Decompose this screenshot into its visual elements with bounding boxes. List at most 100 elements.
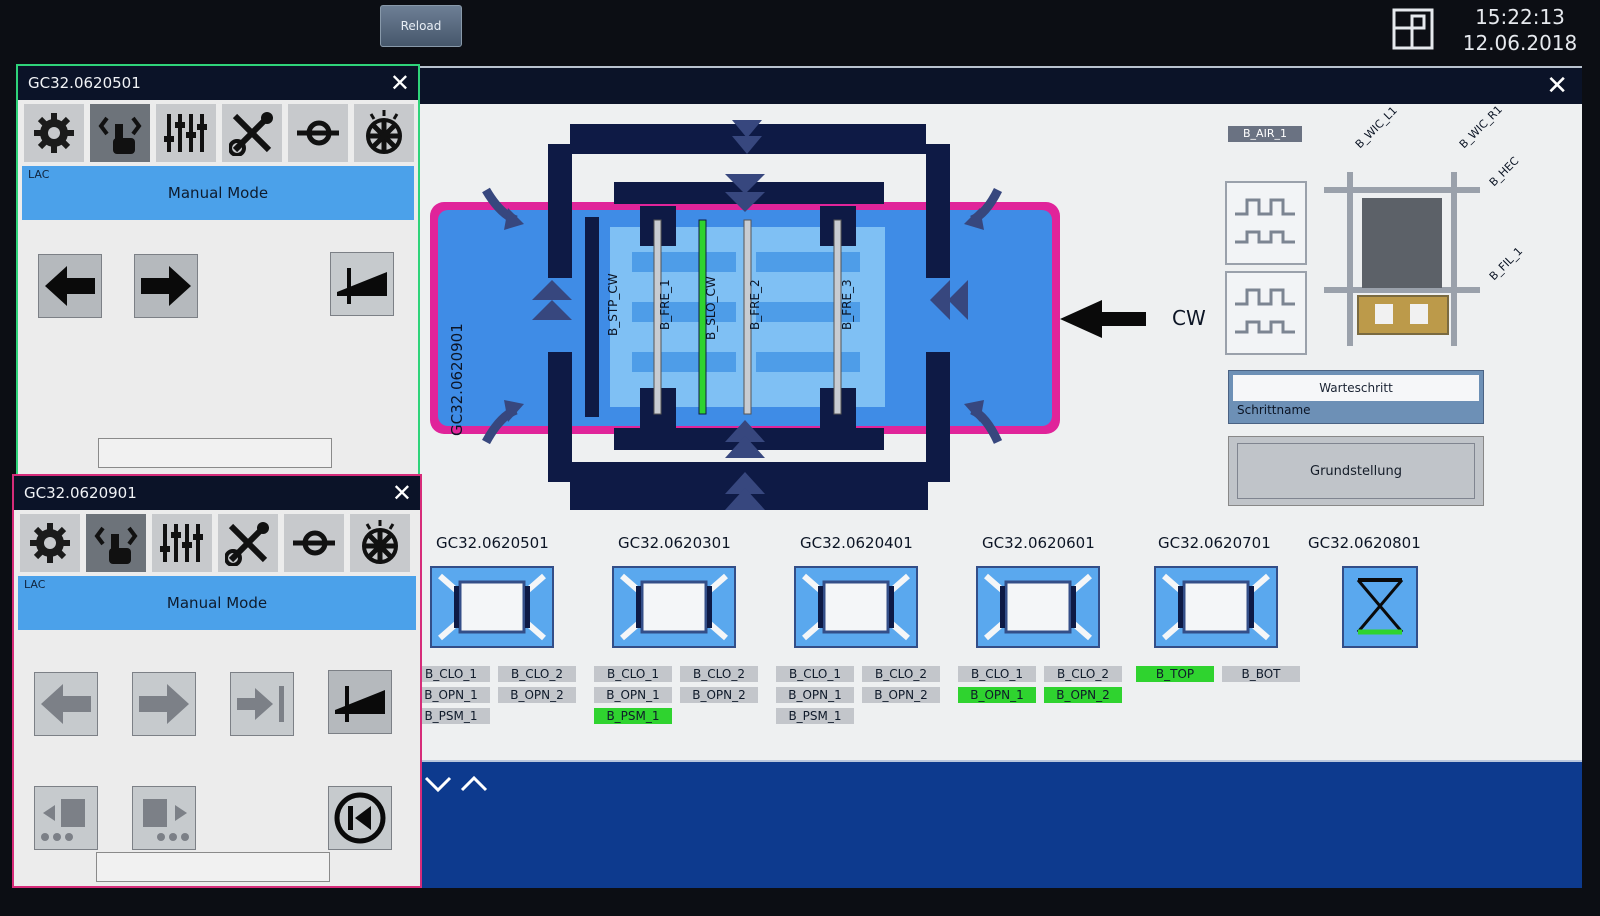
main-panel: ✕ xyxy=(412,66,1582,888)
direction-label: CW xyxy=(1172,306,1206,330)
conveyor-right-icon xyxy=(143,799,189,841)
conveyor-left-icon xyxy=(41,799,85,841)
home-position-label: Grundstellung xyxy=(1237,443,1475,499)
sliders-icon xyxy=(164,114,207,152)
step-display: Warteschritt Schrittname xyxy=(1228,370,1484,424)
close-icon[interactable]: ✕ xyxy=(391,479,412,507)
move-right-button[interactable] xyxy=(134,254,198,318)
station-icon[interactable] xyxy=(1154,566,1278,648)
home-reset-button[interactable] xyxy=(328,786,392,850)
sensor-indicator: B_TOP xyxy=(1136,666,1214,682)
machine-diagram xyxy=(430,120,1480,510)
tools-button[interactable] xyxy=(222,104,282,162)
ramp-button[interactable] xyxy=(330,252,394,316)
sensor-indicator: B_OPN_1 xyxy=(412,687,490,703)
wrench-screwdriver-icon xyxy=(229,112,273,156)
station-icon[interactable] xyxy=(430,566,554,648)
mode-bar: LAC Manual Mode xyxy=(18,576,416,630)
beacon-icon xyxy=(366,110,402,154)
main-close-icon[interactable]: ✕ xyxy=(1546,71,1568,101)
sensor-indicator: B_OPN_2 xyxy=(862,687,940,703)
move-right-button[interactable] xyxy=(132,672,196,736)
close-icon[interactable]: ✕ xyxy=(389,69,410,97)
sensor-icon xyxy=(297,120,339,146)
sensor-button[interactable] xyxy=(284,514,344,572)
clamp-station-icon xyxy=(802,573,910,641)
station-icon[interactable] xyxy=(612,566,736,648)
window-toolbar xyxy=(14,510,420,572)
sensor-indicator: B_OPN_2 xyxy=(498,687,576,703)
station-icon[interactable] xyxy=(976,566,1100,648)
clamp-station-icon xyxy=(620,573,728,641)
reload-button[interactable]: Reload xyxy=(380,5,462,47)
sensor-indicator: B_CLO_2 xyxy=(862,666,940,682)
sliders-icon xyxy=(160,524,203,562)
hand-pointer-icon xyxy=(98,116,142,154)
sensor-indicator: B_BOT xyxy=(1222,666,1300,682)
window-footer-field xyxy=(98,438,332,468)
station-label: GC32.0620601 xyxy=(982,534,1095,552)
clamp-station-icon xyxy=(984,573,1092,641)
window-title: GC32.0620501 ✕ xyxy=(18,66,418,100)
sensor-label-fre3: B_FRE_3 xyxy=(840,279,854,330)
station-label: GC32.0620501 xyxy=(436,534,549,552)
skip-back-icon xyxy=(334,792,386,844)
lift-icon xyxy=(1356,578,1404,635)
clock-date: 12.06.2018 xyxy=(1462,31,1578,55)
tools-button[interactable] xyxy=(218,514,278,572)
arrow-left-icon xyxy=(948,280,968,320)
chevron-down-icon xyxy=(424,776,452,793)
station-icon[interactable] xyxy=(1342,566,1418,648)
move-left-button[interactable] xyxy=(38,254,102,318)
move-to-end-button[interactable] xyxy=(230,672,294,736)
manual-control-button[interactable] xyxy=(86,514,146,572)
arrow-left-icon xyxy=(41,684,91,724)
station-icon[interactable] xyxy=(794,566,918,648)
ramp-icon xyxy=(335,686,385,722)
window-layout-icon[interactable] xyxy=(1392,8,1434,50)
station-label: GC32.0620801 xyxy=(1308,534,1421,552)
sensor-indicator: B_OPN_2 xyxy=(680,687,758,703)
air-sensor-label: B_AIR_1 xyxy=(1243,127,1287,140)
conveyor-left-button[interactable] xyxy=(34,786,98,850)
conveyor-right-button[interactable] xyxy=(132,786,196,850)
arrow-left-icon xyxy=(45,266,95,306)
ramp-button[interactable] xyxy=(328,670,392,734)
sensor-indicator: B_OPN_1 xyxy=(776,687,854,703)
sensor-indicator: B_OPN_1 xyxy=(958,687,1036,703)
lac-label: LAC xyxy=(28,168,50,181)
collapse-expand-icons[interactable] xyxy=(424,774,490,798)
sensor-label-stp: B_STP_CW xyxy=(606,273,620,336)
mode-bar: LAC Manual Mode xyxy=(22,166,414,220)
gear-icon xyxy=(30,523,70,563)
move-left-button[interactable] xyxy=(34,672,98,736)
sensor-indicator: B_PSM_1 xyxy=(776,708,854,724)
sensor-button[interactable] xyxy=(288,104,348,162)
parameters-button[interactable] xyxy=(152,514,212,572)
sensor-label-fre1: B_FRE_1 xyxy=(658,279,672,330)
station-label: GC32.0620701 xyxy=(1158,534,1271,552)
lac-label: LAC xyxy=(24,578,46,591)
signal-button[interactable] xyxy=(354,104,414,162)
sensor-indicator: B_CLO_2 xyxy=(1044,666,1122,682)
window-footer-field xyxy=(96,852,330,882)
arrow-up-icon xyxy=(532,280,572,300)
mode-label: Manual Mode xyxy=(166,594,268,612)
arrow-right-icon xyxy=(141,266,191,306)
station-label: GC32.0620401 xyxy=(800,534,913,552)
ramp-icon xyxy=(337,268,387,304)
cw-arrow-icon xyxy=(1060,300,1146,338)
settings-button[interactable] xyxy=(20,514,80,572)
arrow-to-end-icon xyxy=(237,686,284,722)
arrow-up-icon xyxy=(725,420,765,442)
home-position-button[interactable]: Grundstellung xyxy=(1228,436,1484,506)
clamp-station-icon xyxy=(1162,573,1270,641)
manual-control-button[interactable] xyxy=(90,104,150,162)
chevron-up-icon xyxy=(460,775,488,792)
signal-button[interactable] xyxy=(350,514,410,572)
arrow-down-icon xyxy=(725,174,765,194)
sensor-indicator: B_OPN_2 xyxy=(1044,687,1122,703)
settings-button[interactable] xyxy=(24,104,84,162)
sensor-icon xyxy=(293,530,335,556)
parameters-button[interactable] xyxy=(156,104,216,162)
